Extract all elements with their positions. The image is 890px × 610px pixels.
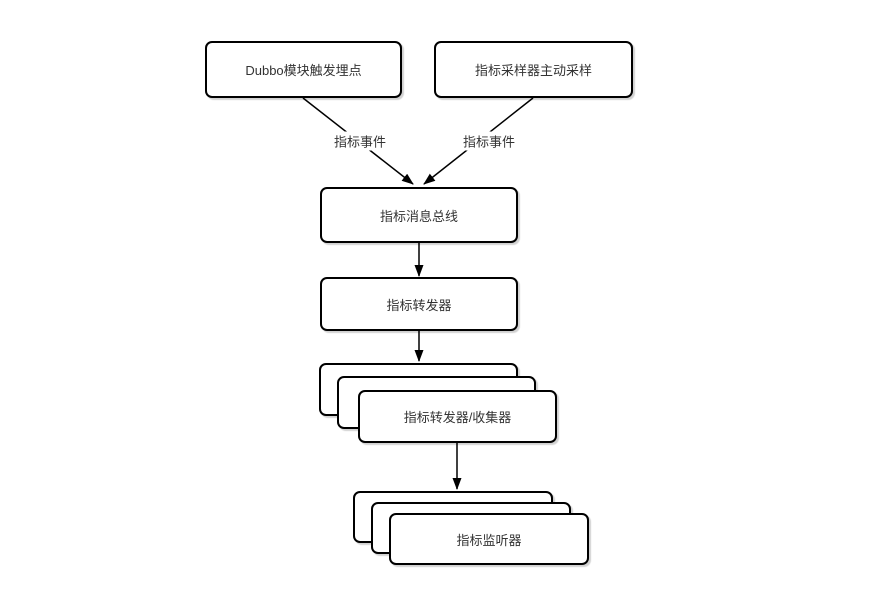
- node-listener: 指标监听器: [389, 513, 589, 565]
- edge-label-metric-event-left: 指标事件: [330, 131, 390, 151]
- node-exporter-collector-label: 指标转发器/收集器: [403, 410, 512, 425]
- node-metric-sampler-label: 指标采样器主动采样: [474, 63, 592, 78]
- node-dubbo-trigger: Dubbo模块触发埋点: [205, 41, 402, 98]
- node-metric-sampler: 指标采样器主动采样: [434, 41, 633, 98]
- node-dubbo-trigger-label: Dubbo模块触发埋点: [245, 63, 362, 78]
- node-exporter-collector: 指标转发器/收集器: [358, 390, 557, 443]
- node-exporter-label: 指标转发器: [386, 297, 452, 313]
- node-listener-label: 指标监听器: [456, 532, 522, 548]
- node-message-bus: 指标消息总线: [320, 187, 518, 243]
- node-exporter: 指标转发器: [320, 277, 518, 331]
- node-message-bus-label: 指标消息总线: [379, 208, 458, 224]
- edge-label-metric-event-right: 指标事件: [459, 131, 519, 151]
